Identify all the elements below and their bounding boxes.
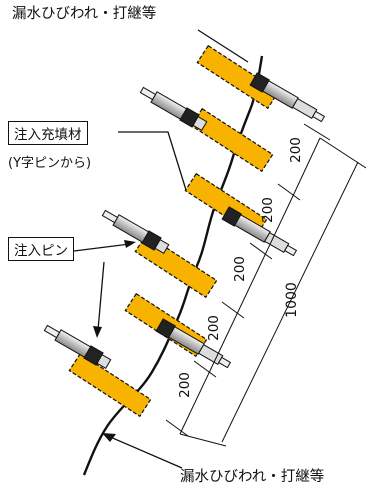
dimension-lines [165,123,366,447]
total-dimension: 1000 [284,282,300,318]
material-strip-6 [68,352,152,418]
injection-material-note: (Y字ピンから) [8,156,92,171]
injection-pin-2 [139,86,208,132]
crack-label-bottom: 漏水ひびわれ・打継等 [180,469,325,485]
spacing-dimension-4: 200 [206,315,222,341]
arrow-pin-upper [124,240,136,248]
crack-label-top: 漏水ひびわれ・打継等 [12,6,157,22]
injection-pin-6 [43,324,112,370]
leader-pin-lower [97,261,105,331]
spacing-dimension-5: 200 [177,372,193,398]
injection-pin-1 [249,72,326,123]
leader-crack-top [197,29,249,63]
injection-pin-5 [155,318,232,369]
leader-material [118,131,187,191]
arrow-crack-bottom [102,433,116,442]
leader-pin-upper [65,243,131,253]
injection-pin-4 [101,209,170,255]
injection-pin-3 [221,206,298,257]
spacing-dimension-2: 200 [260,197,276,223]
leader-crack-bottom [107,435,183,469]
injection-pin-label: 注入ピン [8,237,74,261]
spacing-dimension-3: 200 [232,256,248,282]
injection-material-label: 注入充填材 [8,121,88,145]
arrow-pin-lower [93,326,102,338]
spacing-dimension-1: 200 [288,137,304,163]
